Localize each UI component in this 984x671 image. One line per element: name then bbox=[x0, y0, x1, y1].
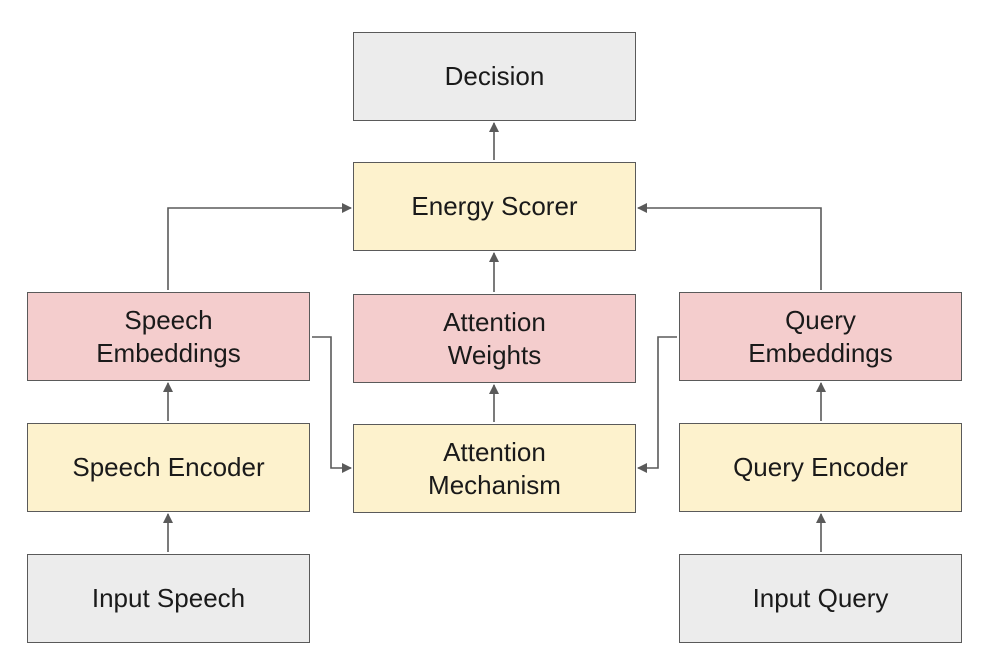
speech-encoder-label: Speech Encoder bbox=[72, 452, 265, 482]
energy-scorer-box: Energy Scorer bbox=[353, 162, 636, 251]
input-query-box: Input Query bbox=[679, 554, 962, 643]
query-encoder-label: Query Encoder bbox=[733, 452, 908, 482]
speech-embeddings-label-line2: Embeddings bbox=[96, 337, 241, 368]
query-encoder-box: Query Encoder bbox=[679, 423, 962, 512]
input-speech-box: Input Speech bbox=[27, 554, 310, 643]
energy-scorer-label: Energy Scorer bbox=[411, 191, 578, 221]
input-query-label: Input Query bbox=[752, 583, 889, 613]
speech-embeddings-label-line1: Speech bbox=[124, 304, 213, 335]
attention-weights-label-line1: Attention bbox=[443, 306, 546, 337]
query-embeddings-label-line2: Embeddings bbox=[748, 337, 893, 368]
decision-label: Decision bbox=[444, 61, 545, 91]
edge-speech-embeddings-to-energy-scorer bbox=[167, 203, 352, 290]
edge-query-embeddings-to-energy-scorer bbox=[637, 203, 822, 290]
input-speech-label: Input Speech bbox=[91, 583, 246, 613]
attention-weights-label-line2: Weights bbox=[447, 339, 542, 370]
edge-query-embeddings-to-attention-mechanism bbox=[637, 336, 677, 473]
speech-embeddings-box: Speech Embeddings bbox=[27, 292, 310, 381]
attention-weights-box: Attention Weights bbox=[353, 294, 636, 383]
query-embeddings-box: Query Embeddings bbox=[679, 292, 962, 381]
attention-mechanism-label-line2: Mechanism bbox=[428, 469, 561, 500]
edge-speech-embeddings-to-attention-mechanism bbox=[312, 336, 352, 473]
query-embeddings-label-line1: Query bbox=[785, 304, 856, 335]
speech-encoder-box: Speech Encoder bbox=[27, 423, 310, 512]
attention-mechanism-box: Attention Mechanism bbox=[353, 424, 636, 513]
attention-mechanism-label-line1: Attention bbox=[443, 436, 546, 467]
decision-box: Decision bbox=[353, 32, 636, 121]
